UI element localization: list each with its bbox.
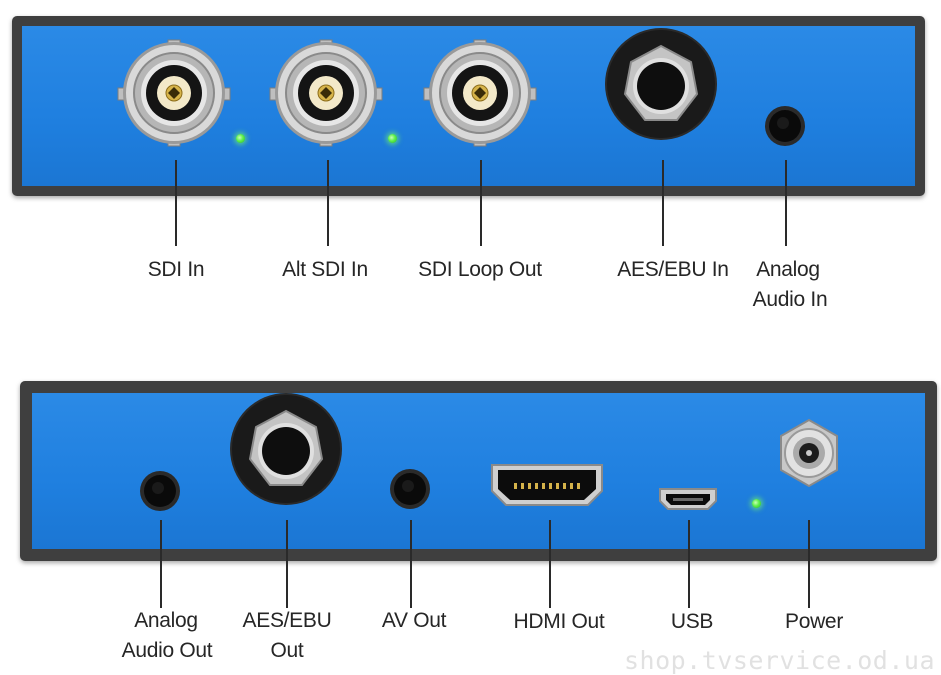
alt-sdi-in-status-led <box>388 134 397 143</box>
analog-audio-in-label-line1: Analog <box>756 258 820 281</box>
usb-leader-line <box>688 520 690 608</box>
av-out-label: AV Out <box>381 609 447 632</box>
power-dc-jack <box>774 418 844 488</box>
alt-sdi-in-bnc-connector <box>268 38 384 148</box>
analog-audio-out-label-line1: Analog <box>134 609 198 632</box>
device-rear-panel <box>20 381 937 561</box>
power-label: Power <box>784 610 844 633</box>
hdmi-out-label: HDMI Out <box>513 610 605 633</box>
sdi-in-label: SDI In <box>147 258 205 281</box>
aes-ebu-out-xlr-connector <box>228 391 344 507</box>
analog-audio-in-jack <box>764 105 806 147</box>
sdi-loop-out-leader-line <box>480 160 482 246</box>
sdi-in-leader-line <box>175 160 177 246</box>
analog-audio-out-jack <box>139 470 181 512</box>
av-out-jack <box>389 468 431 510</box>
sdi-loop-out-label: SDI Loop Out <box>418 258 542 281</box>
analog-audio-out-label-line2: Audio Out <box>121 639 213 662</box>
sdi-in-status-led <box>236 134 245 143</box>
alt-sdi-in-leader-line <box>327 160 329 246</box>
aes-ebu-out-leader-line <box>286 520 288 608</box>
power-status-led <box>752 499 761 508</box>
alt-sdi-in-label: Alt SDI In <box>282 258 368 281</box>
watermark-text: shop.tvservice.od.ua <box>623 646 935 675</box>
usb-label: USB <box>670 610 714 633</box>
aes-ebu-out-label-line2: Out <box>270 639 304 662</box>
analog-audio-in-leader-line <box>785 160 787 246</box>
hdmi-out-leader-line <box>549 520 551 608</box>
analog-audio-out-leader-line <box>160 520 162 608</box>
rear-panel-face <box>32 393 925 549</box>
aes-ebu-in-label: AES/EBU In <box>617 258 729 281</box>
sdi-in-bnc-connector <box>116 38 232 148</box>
power-leader-line <box>808 520 810 608</box>
usb-port <box>657 486 719 512</box>
aes-ebu-out-label-line1: AES/EBU <box>242 609 332 632</box>
aes-ebu-in-xlr-connector <box>603 26 719 142</box>
av-out-leader-line <box>410 520 412 608</box>
hdmi-out-port <box>488 461 606 509</box>
sdi-loop-out-bnc-connector <box>422 38 538 148</box>
aes-ebu-in-leader-line <box>662 160 664 246</box>
analog-audio-in-label-line2: Audio In <box>752 288 828 311</box>
